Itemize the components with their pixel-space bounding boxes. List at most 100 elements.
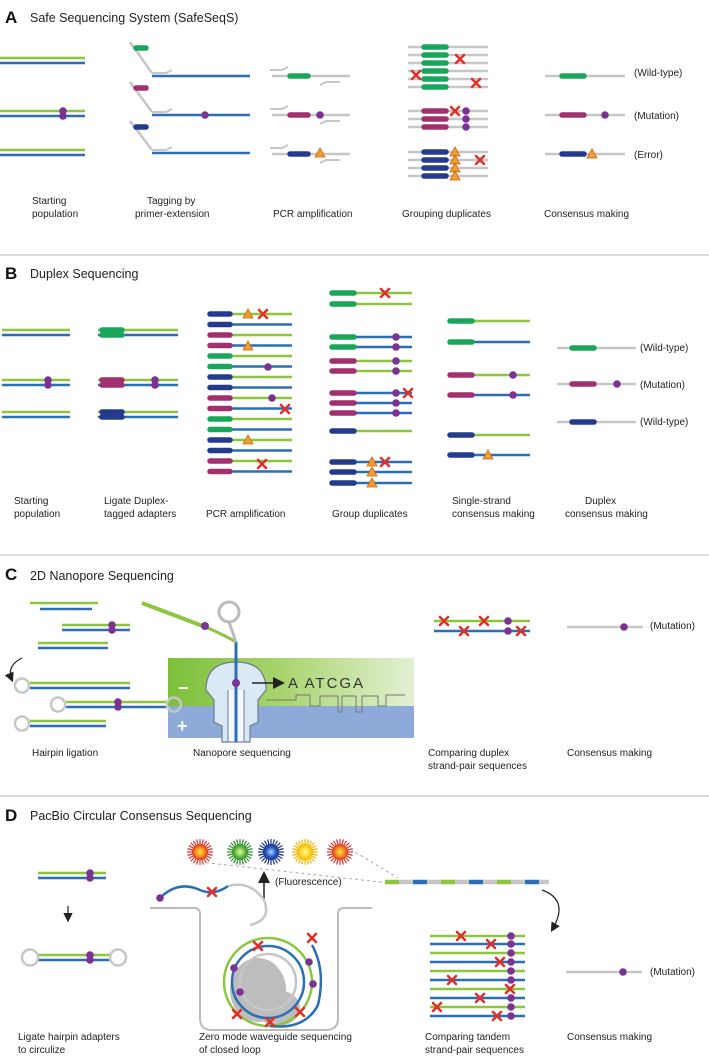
panel-b-title: Duplex Sequencing	[30, 267, 138, 281]
panel-c-artwork	[4, 601, 643, 732]
primer-arrow	[270, 105, 289, 110]
caption-d-ligate-2: to circulize	[18, 1045, 66, 1056]
error-cross-stroke	[379, 287, 391, 299]
current-signal-trace	[266, 694, 405, 713]
error-cross-stroke	[379, 456, 391, 468]
caption-a-tagging-1: Tagging by	[147, 196, 195, 207]
label-error-a: (Error)	[634, 150, 663, 161]
mutation-dot	[507, 976, 515, 984]
mutation-dot	[392, 409, 400, 417]
error-cross-stroke	[402, 387, 414, 399]
mutation-dot	[504, 617, 512, 625]
error-cross-stroke	[449, 105, 461, 117]
error-cross	[264, 1016, 276, 1028]
panel-b-letter: B	[5, 264, 17, 283]
primer-extension	[152, 146, 173, 151]
error-cross	[294, 1006, 306, 1018]
mutation-dot	[507, 940, 515, 948]
caption-d-zmw-2: of closed loop	[199, 1045, 261, 1056]
error-cross-stroke	[431, 1001, 443, 1013]
panel-d-letter: D	[5, 806, 17, 825]
mutation-dot	[507, 1012, 515, 1020]
caption-b-ligate-2: tagged adapters	[104, 509, 176, 520]
error-cross	[491, 1010, 503, 1022]
caption-c-hairpin: Hairpin ligation	[32, 748, 98, 759]
error-cross	[410, 69, 422, 81]
error-cross-stroke	[491, 1010, 503, 1022]
primer-arrow	[270, 66, 289, 71]
hairpin-stem	[227, 621, 238, 643]
error-cross	[515, 625, 527, 637]
mutation-dot	[619, 968, 627, 976]
caption-c-comparing-1: Comparing duplex	[428, 748, 509, 759]
panel-a: A Safe Sequencing System (SafeSeqS) (Wil…	[0, 8, 682, 220]
error-cross-stroke	[206, 886, 218, 898]
mutation-dot	[509, 391, 517, 399]
error-cross-stroke	[231, 1008, 243, 1020]
primer-extension	[152, 108, 173, 113]
caption-d-zmw-1: Zero mode waveguide sequencing	[199, 1032, 352, 1043]
panel-b: B Duplex Sequencing (Wild-type) (Mutatio…	[2, 264, 688, 520]
error-triangle	[242, 340, 254, 351]
error-cross	[449, 105, 461, 117]
minus-sign: −	[178, 678, 189, 698]
error-cross-stroke	[494, 956, 506, 968]
mutation-dot	[309, 980, 317, 988]
error-cross	[474, 154, 486, 166]
panel-c-title: 2D Nanopore Sequencing	[30, 569, 174, 583]
error-cross	[306, 932, 318, 944]
error-triangle	[366, 477, 378, 488]
label-mutation-b: (Mutation)	[640, 380, 685, 391]
fluorescence-burst	[227, 839, 253, 865]
caption-a-tagging-2: primer-extension	[135, 209, 209, 220]
dashed-guide-1	[344, 845, 399, 879]
mutation-dot	[509, 371, 517, 379]
error-cross-stroke	[478, 615, 490, 627]
caption-a-grouping: Grouping duplicates	[402, 209, 491, 220]
panel-a-title: Safe Sequencing System (SafeSeqS)	[30, 11, 238, 25]
curved-arrow	[4, 657, 23, 683]
error-cross-stroke	[474, 992, 486, 1004]
error-cross-stroke	[294, 1006, 306, 1018]
hairpin-loop	[49, 696, 67, 713]
error-cross-stroke	[306, 932, 318, 944]
strand-entering-pore	[141, 601, 209, 630]
error-cross	[279, 403, 291, 415]
primer-arrow	[319, 159, 340, 164]
fluorescence-burst	[187, 839, 213, 865]
sequence-readout: A ATCGA	[288, 675, 365, 692]
fluorescence-burst	[292, 839, 318, 865]
panel-a-artwork	[0, 41, 625, 181]
caption-b-starting-1: Starting	[14, 496, 48, 507]
error-cross	[252, 940, 264, 952]
error-triangle	[586, 148, 598, 159]
error-cross	[206, 886, 218, 898]
plus-sign: +	[177, 716, 188, 736]
error-cross-stroke	[438, 615, 450, 627]
error-cross	[494, 956, 506, 968]
panel-c: C 2D Nanopore Sequencing − + A ATCGA (Mu…	[4, 565, 695, 772]
caption-b-starting-2: population	[14, 509, 60, 520]
mutation-dot	[114, 703, 122, 711]
mutation-dot	[601, 111, 609, 119]
error-cross-stroke	[264, 1016, 276, 1028]
error-cross	[257, 308, 269, 320]
label-wild-type-b2: (Wild-type)	[640, 417, 688, 428]
mutation-dot	[316, 111, 324, 119]
mutation-dot	[507, 967, 515, 975]
fluorescence-burst	[258, 839, 284, 865]
mutation-dot	[230, 964, 238, 972]
error-cross-stroke	[256, 458, 268, 470]
error-triangle	[482, 449, 494, 460]
error-cross	[256, 458, 268, 470]
error-triangle	[366, 456, 378, 467]
error-cross	[231, 1008, 243, 1020]
error-cross	[379, 287, 391, 299]
error-triangle	[314, 147, 326, 158]
hairpin-loop-pore	[217, 600, 241, 624]
caption-b-single-2: consensus making	[452, 509, 535, 520]
fluorescence-label: (Fluorescence)	[275, 877, 342, 888]
panel-d-artwork	[20, 869, 642, 1028]
error-cross	[474, 992, 486, 1004]
error-cross	[379, 456, 391, 468]
